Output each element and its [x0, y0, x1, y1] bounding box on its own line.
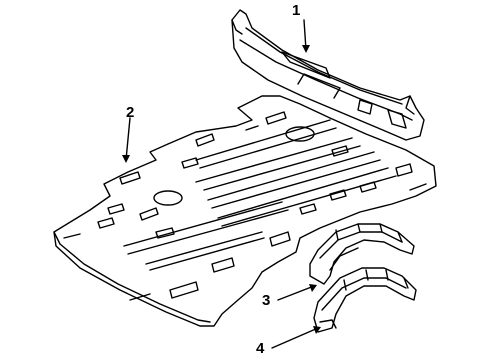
wheelhouse-outer-part: [309, 223, 415, 285]
arrowhead-2: [122, 155, 130, 163]
callout-2: 2: [126, 104, 135, 121]
arrowhead-3: [309, 284, 317, 292]
wheelhouse-inner-part: [313, 267, 417, 333]
callout-1: 1: [292, 2, 301, 19]
arrowhead-4: [313, 326, 321, 334]
arrowhead-1: [302, 45, 310, 53]
floor-pan-part: [53, 95, 437, 327]
leader-lines: [125, 19, 319, 349]
callout-4: 4: [256, 340, 265, 357]
callout-3: 3: [262, 292, 271, 309]
rear-crossmember-part: [231, 9, 425, 141]
